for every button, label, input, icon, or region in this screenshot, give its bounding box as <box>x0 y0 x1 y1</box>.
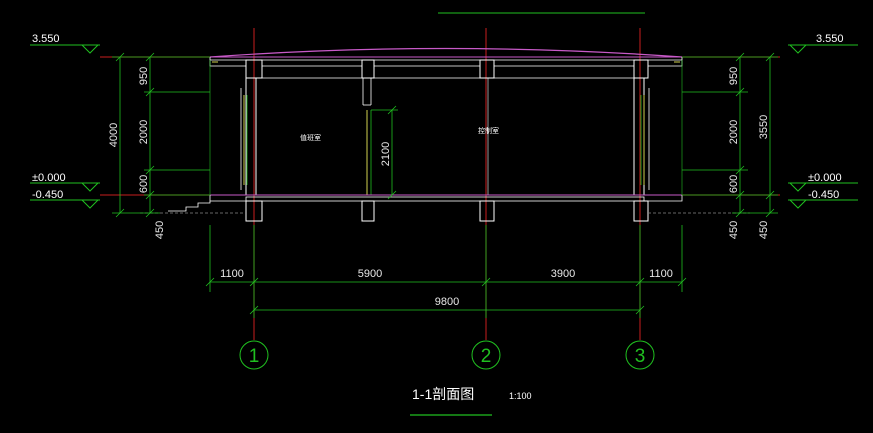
dim-door <box>371 105 398 200</box>
dim-right-seg-2: 2000 <box>728 120 740 144</box>
room-label-duty: 值班室 <box>300 133 321 142</box>
foundation-beam-4 <box>633 200 649 222</box>
roof-beam-2 <box>361 59 375 79</box>
dim-chain-right <box>682 52 778 218</box>
level-outdoor-right: -0.450 <box>808 189 839 201</box>
level-outdoor-left: -0.450 <box>32 189 63 201</box>
floor-slab <box>245 196 645 202</box>
dim-span-2: 5900 <box>358 268 382 280</box>
dim-chain-horizontal <box>205 225 687 318</box>
building-section <box>140 47 750 222</box>
dim-right-seg-3: 600 <box>728 175 740 193</box>
dim-door-height: 2100 <box>380 142 392 166</box>
svg-text:1: 1 <box>249 346 260 367</box>
axis-bubble-2: 2 <box>471 340 501 370</box>
svg-text:2: 2 <box>481 346 492 367</box>
level-top-right: 3.550 <box>816 33 844 45</box>
entry-steps <box>168 201 211 212</box>
dim-span-1: 1100 <box>220 268 244 280</box>
roof-curve <box>209 47 683 58</box>
level-markers-left <box>30 44 100 209</box>
dim-left-seg-3: 600 <box>138 175 150 193</box>
level-ground-left: ±0.000 <box>32 172 66 184</box>
wall-right <box>633 77 645 196</box>
room-label-control: 控制室 <box>478 126 499 135</box>
dim-total: 9800 <box>435 296 459 308</box>
axis-lines <box>100 28 780 340</box>
dim-right-bottom-inner: 450 <box>728 221 740 239</box>
dim-chain-left <box>112 52 210 218</box>
dim-left-seg-1: 950 <box>138 67 150 85</box>
dim-span-3: 3900 <box>551 268 575 280</box>
axis-bubble-1: 1 <box>239 340 269 370</box>
axis-bubble-3: 3 <box>625 340 655 370</box>
roof-beam-3 <box>479 59 495 79</box>
level-top-left: 3.550 <box>32 33 60 45</box>
dim-left-bottom: 450 <box>154 221 166 239</box>
level-markers-right <box>788 44 858 209</box>
foundation-beam-2 <box>361 200 375 222</box>
dim-right-seg-1: 950 <box>728 67 740 85</box>
dim-right-overall: 3550 <box>758 115 770 139</box>
foundation-beam-3 <box>479 200 495 222</box>
dim-left-seg-2: 2000 <box>138 120 150 144</box>
drawing-title: 1-1剖面图 <box>412 386 474 402</box>
svg-text:3: 3 <box>635 346 646 367</box>
dim-span-4: 1100 <box>649 268 673 280</box>
drawing-scale: 1:100 <box>509 391 532 401</box>
level-ground-right: ±0.000 <box>808 172 842 184</box>
roof-beam-4 <box>633 59 649 79</box>
dim-right-bottom-outer: 450 <box>758 221 770 239</box>
foundation-beam-1 <box>245 200 263 222</box>
dim-left-overall: 4000 <box>108 123 120 147</box>
